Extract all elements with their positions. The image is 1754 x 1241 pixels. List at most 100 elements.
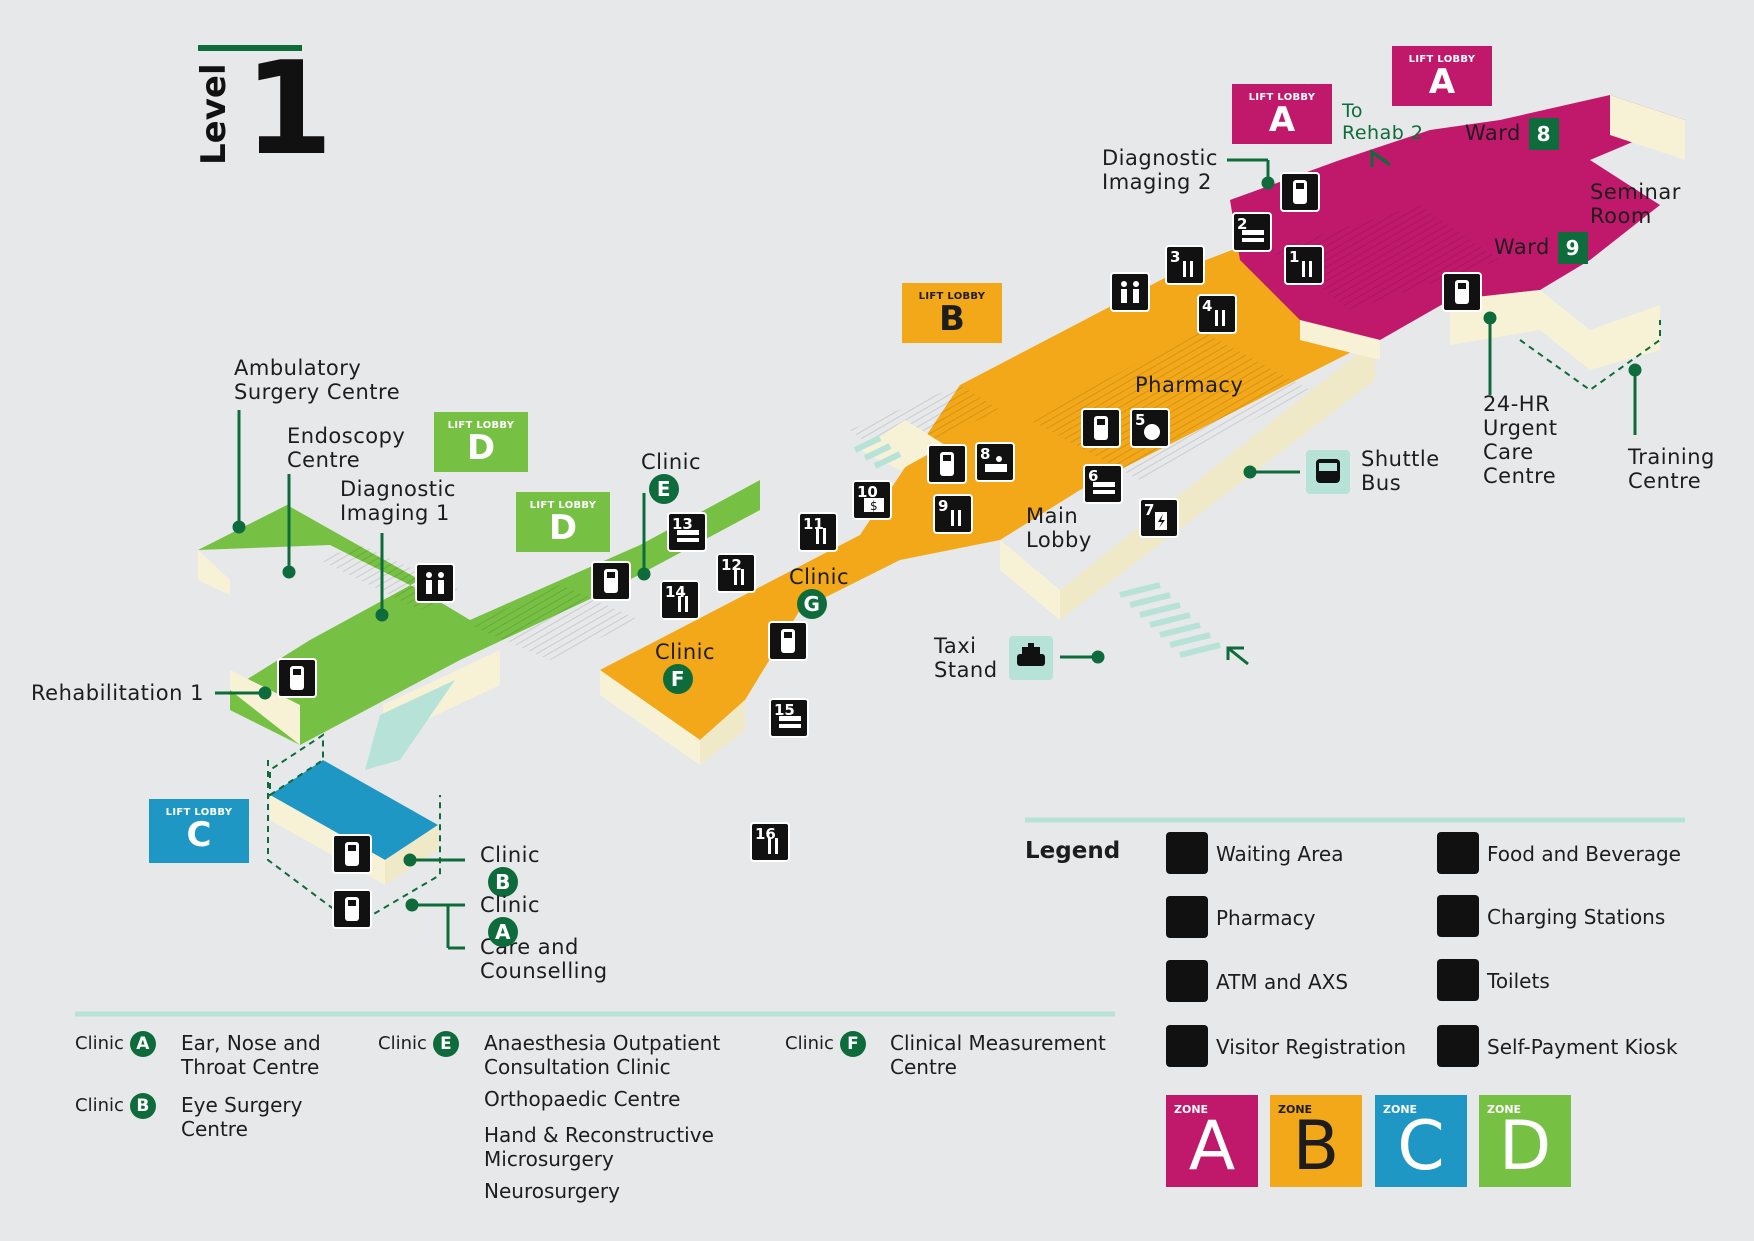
zone-word: ZONE	[1383, 1103, 1418, 1116]
charging-icon	[1437, 895, 1479, 937]
label-main-lobby[interactable]: Main Lobby	[1026, 504, 1092, 552]
kiosk-icon[interactable]	[332, 889, 372, 929]
zone-word: ZONE	[1487, 1103, 1522, 1116]
bench-icon[interactable]: 2	[1232, 212, 1272, 252]
legend-label: Visitor Registration	[1216, 1035, 1407, 1059]
level-number: 1	[244, 35, 334, 184]
lift-lobby-letter: D	[548, 508, 578, 548]
food-icon[interactable]: 3	[1165, 245, 1205, 285]
label-seminar-room[interactable]: Seminar Room	[1590, 180, 1681, 228]
arrow-icon	[1226, 149, 1391, 666]
label-line: Counselling	[480, 959, 608, 983]
kiosk-icon[interactable]	[1280, 172, 1320, 212]
footer-line: Anaesthesia Outpatient	[484, 1031, 721, 1055]
kiosk-icon[interactable]	[927, 444, 967, 484]
lift-lobby-title: LIFT LOBBY	[918, 291, 986, 302]
toilet-icon[interactable]	[1110, 272, 1150, 312]
kiosk-icon[interactable]	[591, 561, 631, 601]
label-line: 24-HR	[1483, 392, 1551, 416]
clinic-badge: B	[488, 867, 518, 897]
taxi-icon[interactable]	[1009, 636, 1053, 680]
label-diagnostic-imaging-1[interactable]: Diagnostic Imaging 1	[340, 477, 456, 525]
bench-icon[interactable]: 6	[1083, 464, 1123, 504]
clinic-badge: E	[432, 1031, 459, 1057]
label-endoscopy[interactable]: Endoscopy Centre	[287, 424, 405, 472]
registration-icon[interactable]: 8	[975, 442, 1015, 482]
label-line: Ward	[1465, 121, 1521, 145]
label-line: Centre	[1628, 469, 1702, 493]
lift-lobby-a[interactable]: LIFT LOBBY A	[1232, 84, 1332, 144]
label-training-centre[interactable]: Training Centre	[1628, 445, 1715, 493]
zone-letter: C	[1397, 1107, 1445, 1186]
label-rehabilitation-1[interactable]: Rehabilitation 1	[31, 681, 204, 705]
kiosk-icon[interactable]	[332, 834, 372, 874]
lift-lobby-c[interactable]: LIFT LOBBY C	[149, 799, 249, 863]
label-pharmacy[interactable]: Pharmacy	[1135, 373, 1244, 397]
clinic-badge: E	[649, 474, 679, 504]
footer-line: Hand & Reconstructive	[484, 1123, 714, 1147]
label-line: Seminar	[1590, 180, 1681, 204]
label-shuttle-bus[interactable]: Shuttle Bus	[1361, 447, 1440, 495]
food-icon[interactable]: 9	[933, 494, 973, 534]
lift-lobby-a-top[interactable]: LIFT LOBBY A	[1392, 46, 1492, 106]
food-icon[interactable]: 16	[750, 822, 790, 862]
poi-number: 2	[1237, 215, 1248, 233]
kiosk-icon[interactable]	[768, 621, 808, 661]
label-line: Taxi	[934, 634, 977, 658]
food-icon[interactable]: 4	[1197, 294, 1237, 334]
legend-title: Legend	[1025, 838, 1121, 864]
bench-icon	[1166, 832, 1208, 874]
footer-line: Consultation Clinic	[484, 1055, 671, 1079]
atm-icon[interactable]: 10$	[852, 480, 892, 520]
lift-lobby-title: LIFT LOBBY	[529, 500, 597, 511]
label-urgent-care[interactable]: 24-HR Urgent Care Centre	[1483, 392, 1557, 488]
footer-clinic-e-desc: Anaesthesia Outpatient Consultation Clin…	[484, 1031, 720, 1203]
food-icon[interactable]: 1	[1284, 245, 1324, 285]
poi-number: 15	[774, 701, 795, 719]
kiosk-icon[interactable]	[277, 658, 317, 698]
footer-line: Centre	[890, 1055, 957, 1079]
label-to-rehab-2[interactable]: To Rehab 2	[1342, 100, 1423, 144]
label-line: Training	[1628, 445, 1715, 469]
bench-icon[interactable]: 13	[667, 512, 707, 552]
label-line: Clinic	[789, 565, 850, 589]
label-diagnostic-imaging-2[interactable]: Diagnostic Imaging 2	[1102, 146, 1218, 194]
poi-number: 4	[1202, 297, 1213, 315]
atm-icon	[1166, 960, 1208, 1002]
label-line: Endoscopy	[287, 424, 406, 448]
lift-lobby-b[interactable]: LIFT LOBBY B	[902, 283, 1002, 343]
bus-icon[interactable]	[1306, 450, 1350, 494]
zone-d-building	[198, 480, 760, 770]
kiosk-icon[interactable]	[1081, 408, 1121, 448]
bench-icon[interactable]: 15	[769, 698, 809, 738]
charging-icon[interactable]: 7	[1139, 498, 1179, 538]
label-ambulatory-surgery[interactable]: Ambulatory Surgery Centre	[234, 356, 400, 404]
lift-lobby-d-top[interactable]: LIFT LOBBY D	[434, 412, 528, 472]
food-icon[interactable]: 11	[798, 512, 838, 552]
crosswalk	[853, 435, 1221, 658]
food-icon[interactable]: 14	[660, 580, 700, 620]
clinic-badge: F	[839, 1031, 866, 1057]
pills-icon[interactable]: 5	[1130, 408, 1170, 448]
legend-label: Waiting Area	[1216, 842, 1344, 866]
footer-clinic-a-desc: Ear, Nose and Throat Centre	[181, 1031, 321, 1079]
food-icon[interactable]: 12	[716, 553, 756, 593]
poi-number: 8	[980, 445, 991, 463]
lift-lobby-d[interactable]: LIFT LOBBY D	[516, 492, 610, 552]
toilet-icon[interactable]	[415, 563, 455, 603]
kiosk-icon[interactable]	[1442, 272, 1482, 312]
zone-word: ZONE	[1174, 1103, 1209, 1116]
food-icon	[1437, 832, 1479, 874]
label-taxi-stand[interactable]: Taxi Stand	[934, 634, 998, 682]
